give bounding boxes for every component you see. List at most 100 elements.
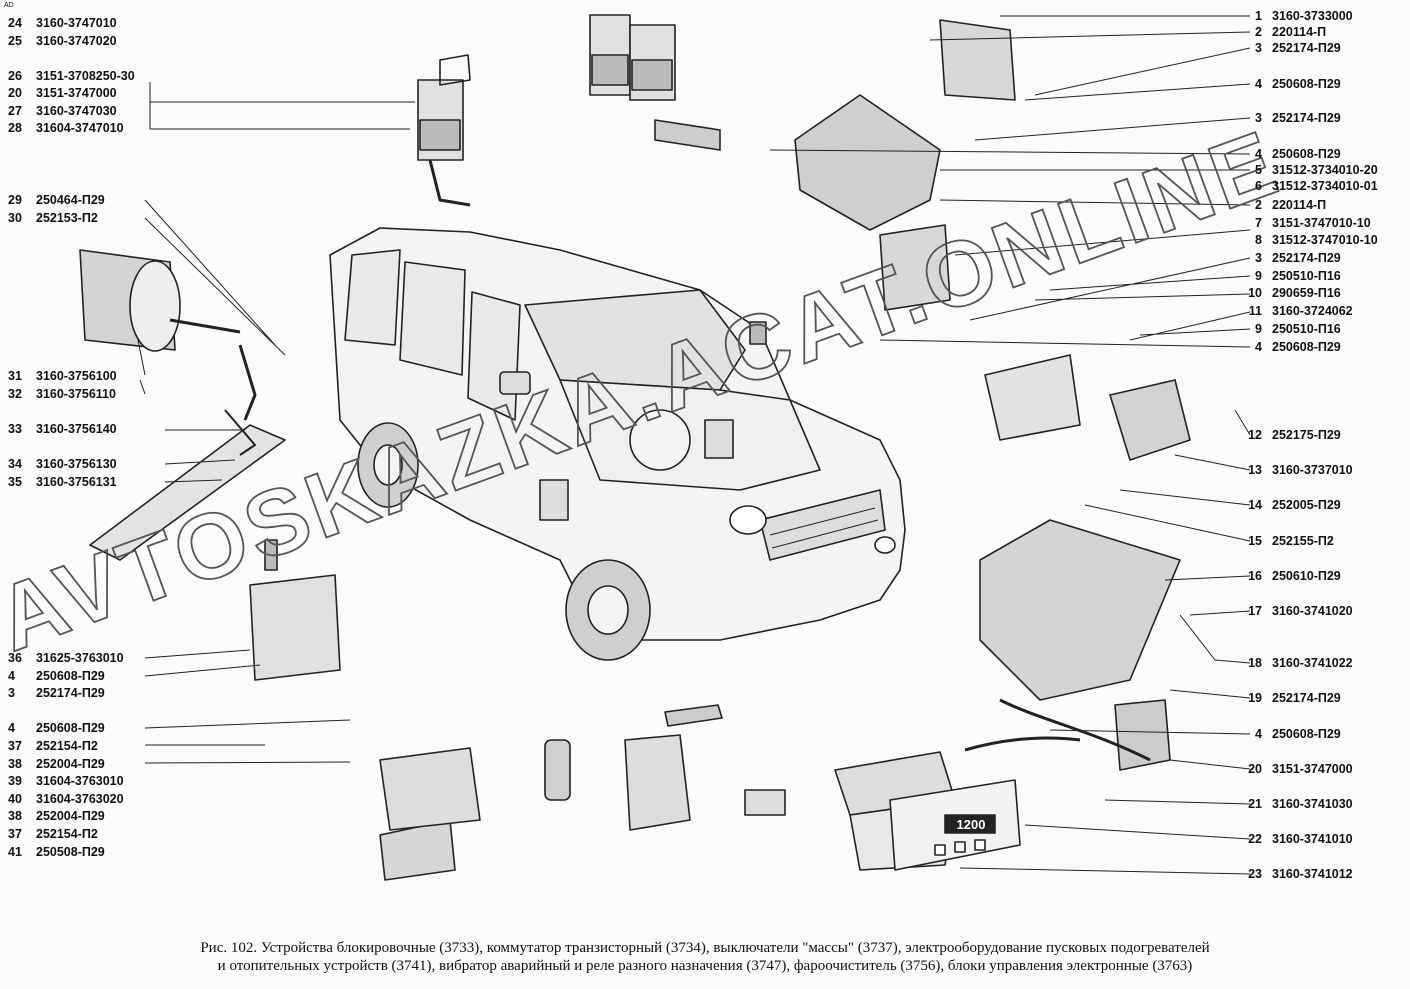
part-code: 3160-3747010	[36, 16, 117, 30]
part-code: 252004-П29	[36, 809, 105, 823]
callout-number: 28	[8, 121, 22, 135]
callout-number: 12	[1248, 428, 1262, 442]
part-code: 31604-3763010	[36, 774, 124, 788]
callout-number: 25	[8, 34, 22, 48]
part-code: 3160-3741012	[1272, 867, 1353, 881]
leader-lines	[137, 15, 1251, 875]
callout-number: 27	[8, 104, 22, 118]
callout-number: 13	[1248, 463, 1262, 477]
callout-number: 3	[1255, 251, 1262, 265]
part-code: 250508-П29	[36, 845, 105, 859]
callout-number: 14	[1248, 498, 1262, 512]
callout-number: 40	[8, 792, 22, 806]
left-callout-35: 35 3160-3756131	[8, 475, 117, 489]
part-code: 250608-П29	[1272, 147, 1341, 161]
part-code: 31625-3763010	[36, 651, 124, 665]
part-code: 252174-П29	[36, 686, 105, 700]
part-code: 252174-П29	[1272, 111, 1341, 125]
part-code: 220114-П	[1272, 198, 1327, 212]
part-code: 252174-П29	[1272, 691, 1341, 705]
callout-number: 11	[1248, 304, 1262, 318]
part-code: 3160-3756100	[36, 369, 117, 383]
figure-caption-line2: и отопительных устройств (3741), вибрато…	[217, 958, 1193, 974]
part-code: 250608-П29	[1272, 77, 1341, 91]
callout-number: 4	[1255, 727, 1262, 741]
callout-number: 37	[8, 739, 22, 753]
callout-number: 35	[8, 475, 22, 489]
part-code: 3160-3756110	[36, 387, 116, 401]
part-code: 252175-П29	[1272, 428, 1341, 442]
callout-number: 23	[1248, 867, 1262, 881]
part-code: 252005-П29	[1272, 498, 1341, 512]
right-callout-23: 23 3160-3741012	[1236, 867, 1353, 881]
part-code: 3160-3741010	[1272, 832, 1353, 846]
part-code: 3160-3756140	[36, 422, 117, 436]
part-code: 3151-3747000	[36, 86, 117, 100]
right-callout-13: 13 3160-3737010	[1236, 463, 1353, 477]
callout-number: 41	[8, 845, 22, 859]
part-code: 3160-3747030	[36, 104, 117, 118]
part-code: 252174-П29	[1272, 41, 1341, 55]
part-code: 252154-П2	[36, 739, 98, 753]
right-callout-3: 3 252174-П29	[1236, 111, 1341, 125]
part-code: 252154-П2	[36, 827, 98, 841]
callout-number: 16	[1248, 569, 1262, 583]
display-unit: 1200	[957, 817, 986, 832]
callout-number: 6	[1255, 179, 1262, 193]
callout-number: 38	[8, 809, 22, 823]
part-code: 3160-3737010	[1272, 463, 1353, 477]
left-callout-37: 37 252154-П2	[8, 827, 98, 841]
callout-number: 4	[1255, 77, 1262, 91]
callout-number: 10	[1248, 286, 1262, 300]
part-code: 250608-П29	[1272, 340, 1341, 354]
washer-motor-illustration	[79, 249, 286, 561]
part-code: 252153-П2	[36, 211, 98, 225]
figure-caption-line1: Рис. 102. Устройства блокировочные (3733…	[200, 940, 1210, 956]
right-callout-12: 12 252175-П29	[1236, 428, 1341, 442]
callout-number: 4	[8, 721, 15, 735]
part-code: 3160-3747020	[36, 34, 117, 48]
callout-number: 37	[8, 827, 22, 841]
left-callout-38: 38 252004-П29	[8, 809, 105, 823]
right-callout-3: 3 252174-П29	[1236, 41, 1341, 55]
callout-number: 26	[8, 69, 22, 83]
callout-number: 3	[1255, 111, 1262, 125]
part-code: 250510-П16	[1272, 269, 1341, 283]
callout-number: 21	[1248, 797, 1262, 811]
callout-number: 7	[1255, 216, 1262, 230]
callout-number: 3	[1255, 41, 1262, 55]
callout-number: 9	[1255, 322, 1262, 336]
part-code: 250610-П29	[1272, 569, 1341, 583]
callout-number: 1	[1255, 9, 1262, 23]
callout-number: 5	[1255, 163, 1262, 177]
callout-number: 8	[1255, 233, 1262, 247]
callout-number: 9	[1255, 269, 1262, 283]
callout-number: 18	[1248, 656, 1262, 670]
part-code: 3160-3756131	[36, 475, 117, 489]
